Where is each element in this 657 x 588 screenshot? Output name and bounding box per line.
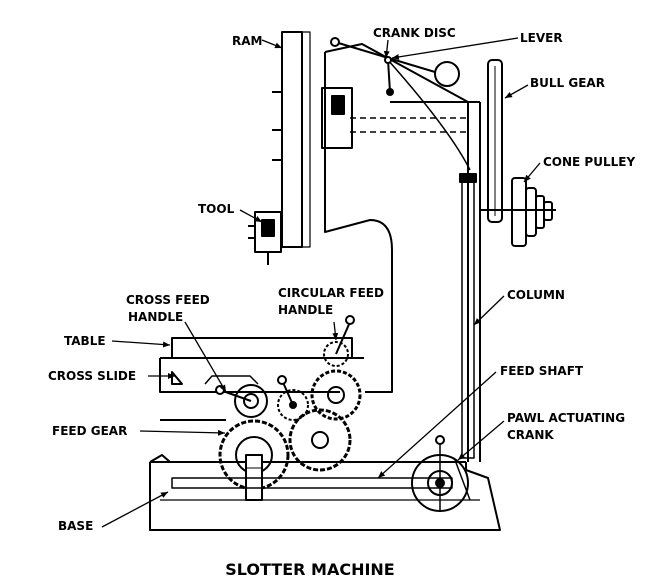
bull-gear — [488, 60, 502, 222]
label-bull-gear: BULL GEAR — [530, 76, 605, 90]
label-pawl-actuating-crank-line1: PAWL ACTUATING — [507, 411, 626, 425]
feed-gears — [220, 410, 350, 500]
pawl-actuating-crank — [412, 436, 470, 511]
circular-feed-gear — [312, 316, 360, 419]
tool-head — [248, 212, 281, 265]
label-tool: TOOL — [198, 202, 235, 216]
label-lever: LEVER — [520, 31, 563, 45]
label-crank-disc: CRANK DISC — [373, 26, 456, 40]
crank-disc-and-lever — [331, 38, 470, 170]
label-circular-feed-handle-line1: CIRCULAR FEED — [278, 286, 384, 300]
label-column: COLUMN — [507, 288, 565, 302]
label-ram: RAM — [232, 34, 263, 48]
ram-slide-block — [322, 88, 470, 148]
cone-pulley — [480, 178, 556, 246]
label-table: TABLE — [64, 334, 106, 348]
ram — [272, 32, 310, 247]
label-feed-gear: FEED GEAR — [52, 424, 128, 438]
base-casting — [150, 455, 500, 530]
label-base: BASE — [58, 519, 94, 533]
cross-feed-gears — [216, 376, 308, 420]
label-circular-feed-handle-line2: HANDLE — [278, 303, 334, 317]
label-feed-shaft: FEED SHAFT — [500, 364, 584, 378]
diagram-title: SLOTTER MACHINE — [225, 560, 395, 579]
label-cone-pulley: CONE PULLEY — [543, 155, 636, 169]
leader-lines — [102, 38, 540, 527]
table — [160, 338, 364, 358]
label-cross-feed-handle-line1: CROSS FEED — [126, 293, 210, 307]
feed-shaft — [172, 478, 452, 488]
label-cross-slide: CROSS SLIDE — [48, 369, 137, 383]
label-pawl-actuating-crank-line2: CRANK — [507, 428, 554, 442]
label-cross-feed-handle-line2: HANDLE — [128, 310, 184, 324]
column-frame — [325, 44, 480, 462]
